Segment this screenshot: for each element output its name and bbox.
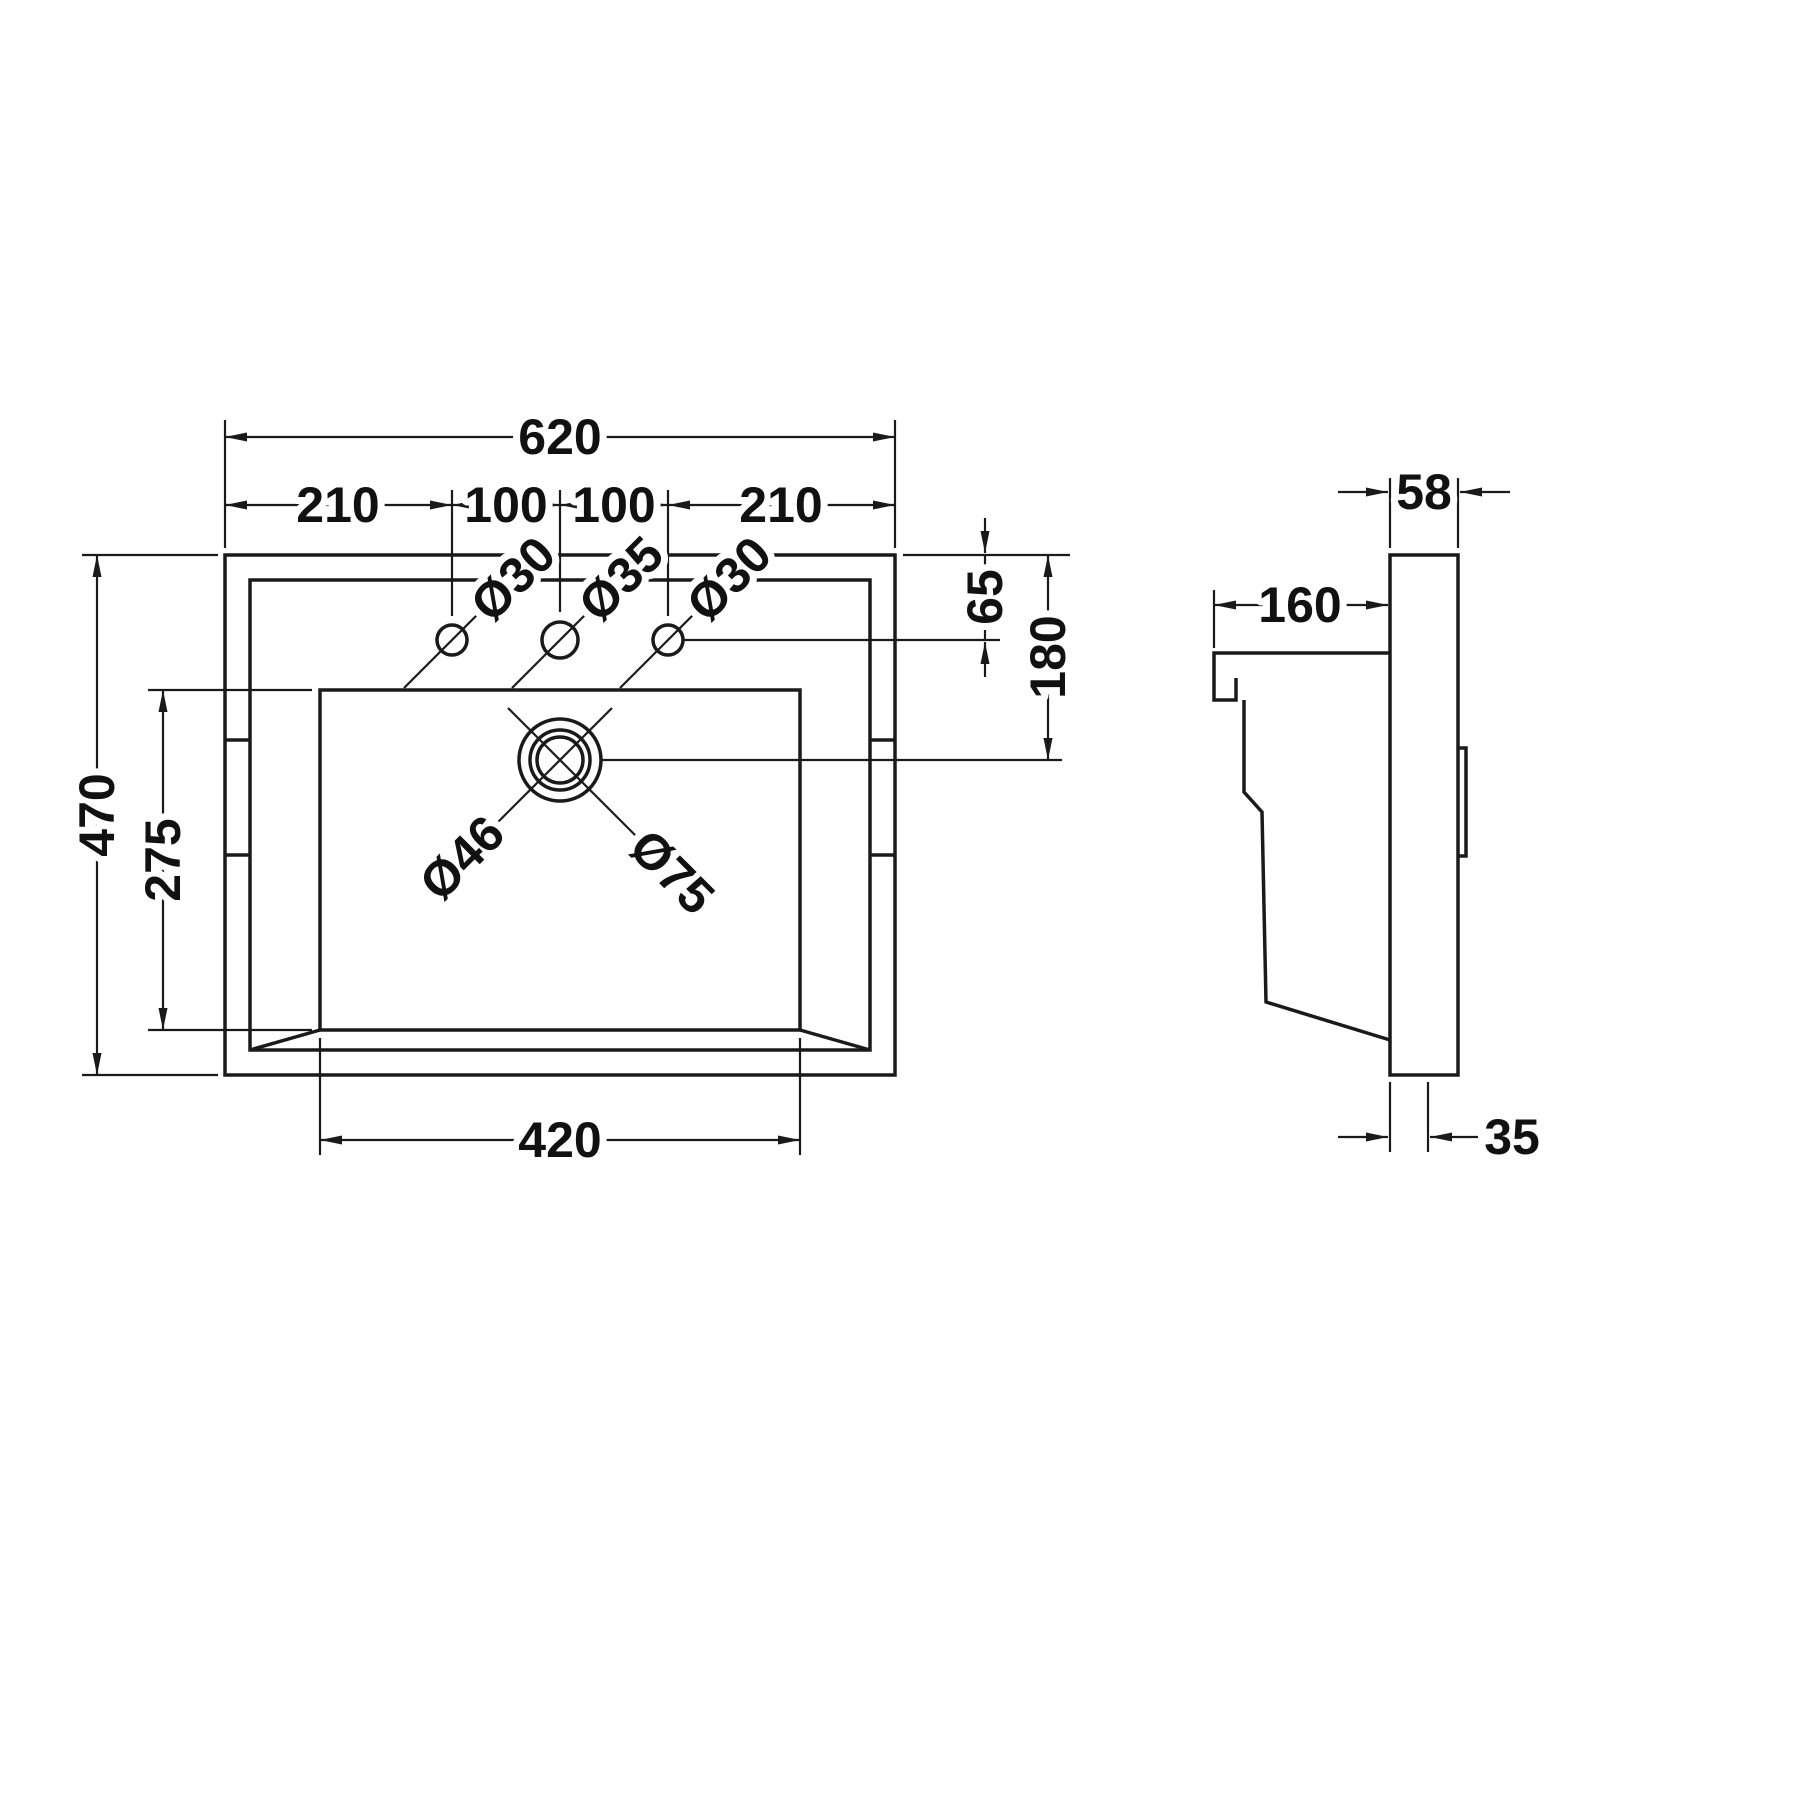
dim-275: 275	[135, 818, 191, 901]
rim-profile	[1212, 651, 1390, 702]
bowl-chamfer-right	[799, 1028, 871, 1052]
tap-hole-center	[540, 620, 580, 660]
dim-420: 420	[518, 1112, 601, 1168]
dim-65: 65	[957, 569, 1013, 625]
dim-35: 35	[1484, 1109, 1540, 1165]
dim-620: 620	[518, 409, 601, 465]
dim-210-right: 210	[739, 477, 822, 533]
dim-160: 160	[1258, 577, 1341, 633]
dim-470: 470	[69, 773, 125, 856]
leader-waste-inner	[483, 707, 613, 837]
dim-100-right: 100	[572, 477, 655, 533]
dim-180: 180	[1020, 615, 1076, 698]
leader-waste-outer	[507, 707, 649, 849]
waste-hole-inner	[535, 735, 585, 785]
leader-tap-right	[619, 603, 705, 689]
side-labels: 58 160 35	[1251, 457, 1547, 1172]
side-outlines	[1212, 553, 1468, 1077]
bowl-profile	[1242, 700, 1391, 1042]
side-dimension-lines	[1212, 478, 1510, 1152]
leader-tap-center	[511, 603, 597, 689]
plan-dimension-lines	[82, 420, 1070, 1155]
side-view: 58 160 35	[1212, 457, 1547, 1172]
bowl-chamfer-left	[249, 1028, 321, 1052]
dim-100-left: 100	[464, 477, 547, 533]
back-panel-bump	[1458, 746, 1468, 858]
tap-hole-left	[435, 623, 469, 657]
waste-hole-middle	[528, 728, 592, 792]
bowl-opening-outline	[318, 688, 802, 1032]
back-panel-outline	[1388, 553, 1460, 1077]
leader-tap-left	[403, 603, 489, 689]
dim-58: 58	[1396, 464, 1452, 520]
dim-210-left: 210	[296, 477, 379, 533]
